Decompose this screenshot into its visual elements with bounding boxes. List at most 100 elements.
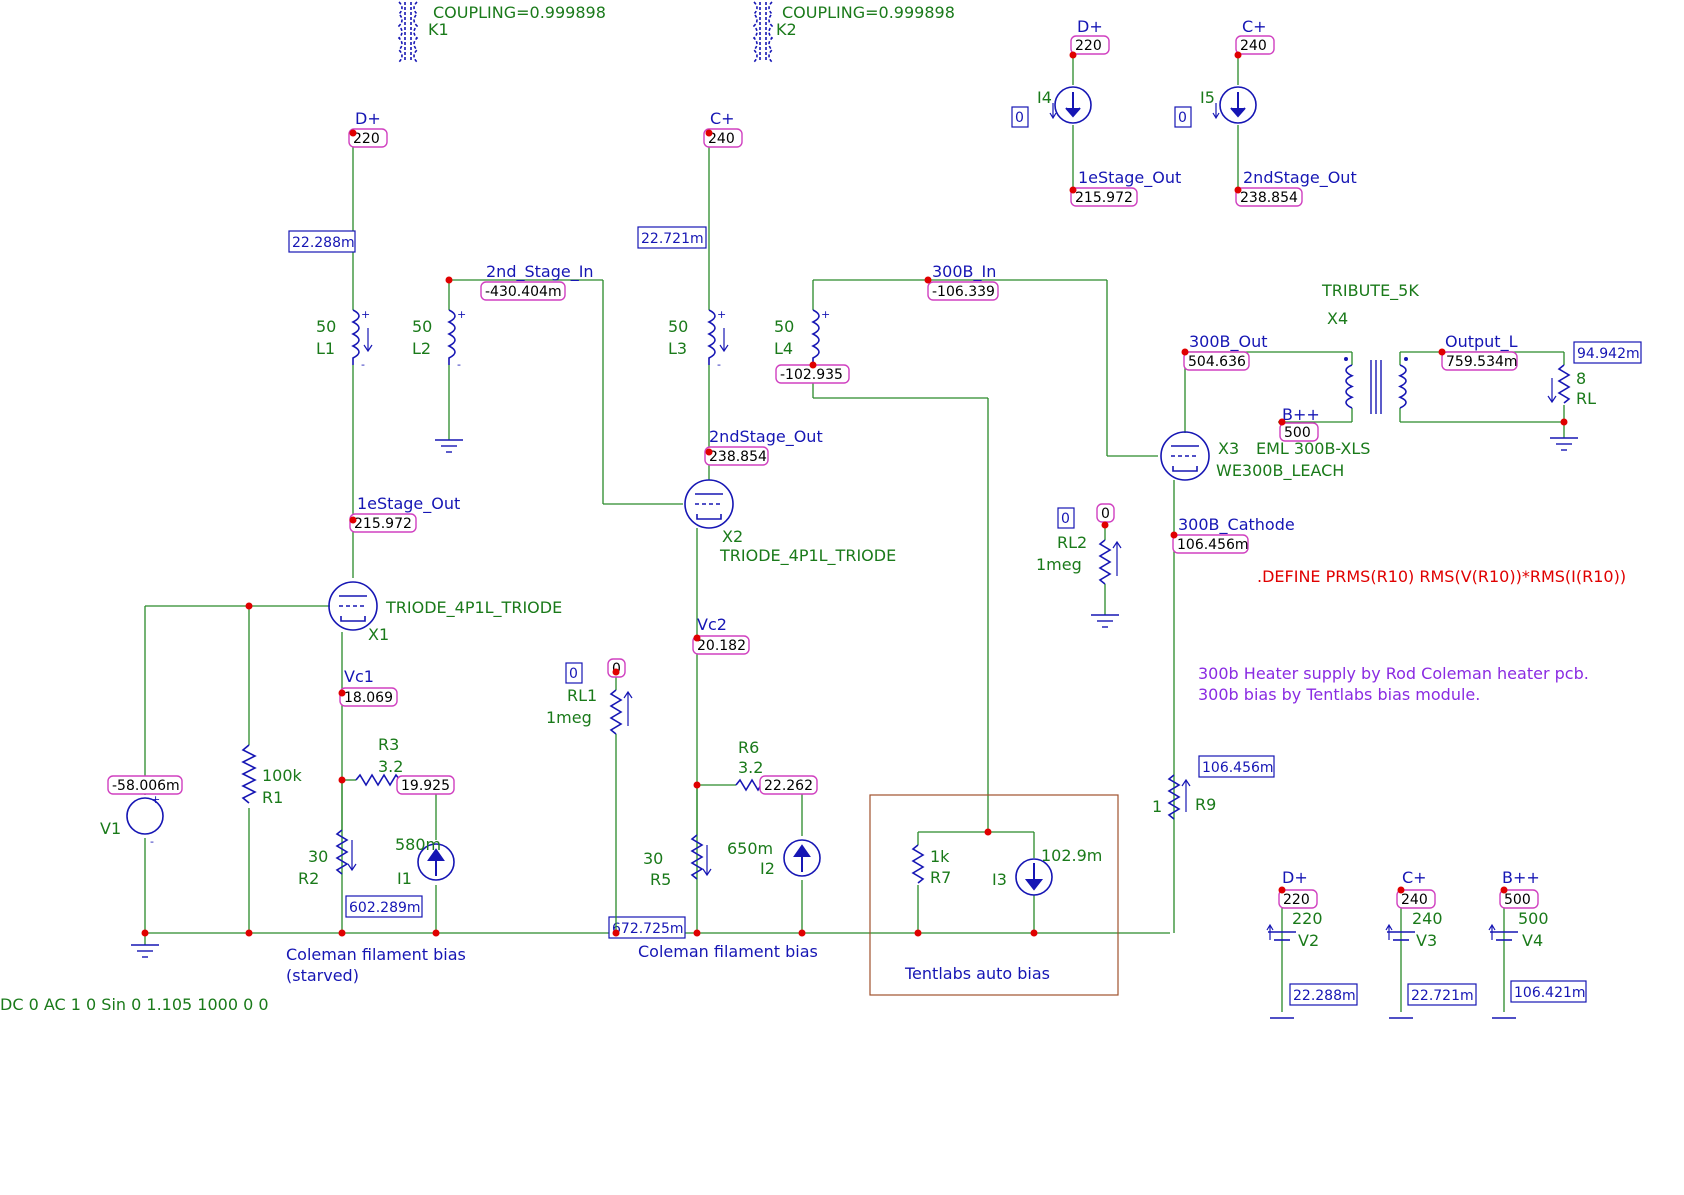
rl2-zero-current: 0 [1061, 511, 1070, 527]
i4-zero: 0 [1015, 110, 1024, 126]
x1-model: TRIODE_4P1L_TRIODE [385, 598, 562, 618]
supply-v4[interactable]: B++ 500 500 V4 106.421m [1488, 868, 1587, 1019]
v4-ref: V4 [1522, 931, 1543, 950]
resistor-rl[interactable]: 8 RL 94.942m [1547, 341, 1642, 451]
v1-spec: DC 0 AC 1 0 Sin 0 1.105 1000 0 0 [0, 995, 269, 1014]
r3-ref: R3 [378, 735, 399, 754]
v4-current: 106.421m [1514, 985, 1586, 1001]
inductor-l3[interactable]: + - 50 L3 [668, 308, 729, 371]
i5-net-label: C+ [1242, 17, 1267, 36]
tentlabs-note: Tentlabs auto bias [904, 964, 1050, 983]
v4-value: 500 [1518, 909, 1549, 928]
v3-value: 240 [1412, 909, 1443, 928]
tube-x3[interactable]: X3 EML 300B-XLS WE300B_LEACH [1160, 431, 1370, 481]
cathode-300b-voltage: 106.456m [1177, 537, 1249, 553]
source-i3[interactable]: I3 102.9m [992, 846, 1102, 896]
v2-current: 22.288m [1293, 988, 1356, 1004]
l3-value: 50 [668, 317, 688, 336]
k2-ref: K2 [776, 20, 797, 39]
svg-text:+: + [717, 308, 726, 321]
stage1-supply-net: D+ [355, 109, 381, 128]
stage2-out-voltage: 238.854 [709, 449, 767, 465]
cathode-300b-net: 300B_Cathode [1178, 515, 1295, 535]
resistor-r7[interactable]: 1k R7 [911, 844, 951, 887]
i5-out-net: 2ndStage_Out [1243, 168, 1357, 188]
coupling-k1[interactable]: COUPLING=0.999898 K1 [397, 1, 606, 63]
l4-ref: L4 [774, 339, 793, 358]
r1-ref: R1 [262, 788, 283, 807]
rl-current: 94.942m [1577, 346, 1640, 362]
rl-value: 8 [1576, 369, 1586, 388]
output-stage: TRIBUTE_5K X4 300B_Out 504.636 B++ 500 O… [1152, 281, 1642, 933]
stage1-out-voltage: 215.972 [354, 516, 412, 532]
resistor-rl1[interactable]: 0 0 RL1 1meg [546, 658, 633, 933]
i3-ref: I3 [992, 870, 1007, 889]
r7-ref: R7 [930, 868, 951, 887]
rl2-ref: RL2 [1057, 533, 1087, 552]
resistor-r9[interactable]: 1 R9 106.456m [1152, 755, 1275, 820]
tube-x1[interactable]: TRIODE_4P1L_TRIODE X1 [328, 581, 562, 644]
tube-x2[interactable]: X2 TRIODE_4P1L_TRIODE [684, 479, 896, 566]
coupling-k2[interactable]: COUPLING=0.999898 K2 [752, 1, 955, 63]
v1-voltage: -58.006m [112, 778, 180, 794]
vc2-voltage: 20.182 [697, 638, 746, 654]
l4-value: 50 [774, 317, 794, 336]
v2-ref: V2 [1298, 931, 1319, 950]
source-i1[interactable]: 580m I1 [395, 835, 455, 888]
source-i4[interactable]: D+ 220 I4 0 1eStage_Out 215.972 [1011, 17, 1181, 207]
resistor-r5[interactable]: 30 R5 [643, 785, 712, 889]
resistor-rl2[interactable]: 0 0 RL2 1meg [1036, 503, 1122, 628]
out-300b-net: 300B_Out [1189, 332, 1268, 352]
heater-note-1: 300b Heater supply by Rod Coleman heater… [1198, 664, 1589, 683]
stage1-out-net: 1eStage_Out [357, 494, 460, 514]
i5-out-voltage: 238.854 [1240, 190, 1298, 206]
v2-value: 220 [1292, 909, 1323, 928]
supply-v2[interactable]: D+ 220 220 V2 22.288m [1266, 868, 1358, 1019]
x2-ref: X2 [722, 527, 743, 546]
vc1-voltage: 18.069 [344, 690, 393, 706]
r9-value: 1 [1152, 797, 1162, 816]
inductor-l1[interactable]: + - 50 L1 [316, 308, 373, 371]
k2-coupling-label: COUPLING=0.999898 [782, 3, 955, 22]
source-i5[interactable]: C+ 240 I5 0 2ndStage_Out 238.854 [1174, 17, 1357, 207]
r2-ref: R2 [298, 869, 319, 888]
tentlabs-block[interactable]: 1k R7 I3 102.9m Tentlabs auto bias [869, 794, 1119, 996]
stage1: D+ 220 22.288m + - 50 L1 1eStage_Out 215… [100, 109, 1170, 985]
source-i2[interactable]: 650m I2 [727, 839, 821, 878]
stage2-out-net: 2ndStage_Out [709, 427, 823, 447]
inductor-l2-branch[interactable]: + - 50 L2 2nd_Stage_In -430.404m [412, 262, 683, 505]
vc2-net: Vc2 [697, 615, 727, 634]
supply-v3[interactable]: C+ 240 240 V3 22.721m [1385, 868, 1477, 1019]
resistor-r3[interactable]: R3 3.2 [355, 735, 403, 787]
stage1-note-line1: Coleman filament bias [286, 945, 466, 964]
out-300b-voltage: 504.636 [1188, 354, 1246, 370]
svg-text:+: + [821, 308, 830, 321]
l1-value: 50 [316, 317, 336, 336]
svg-text:-: - [717, 358, 721, 371]
source-v1[interactable]: + - V1 -58.006m [100, 775, 183, 848]
i4-supply-voltage: 220 [1075, 38, 1102, 54]
x3-model: EML 300B-XLS [1256, 439, 1370, 458]
v2-net: D+ [1282, 868, 1308, 887]
r6-node-voltage: 22.262 [764, 778, 813, 794]
r7-value: 1k [930, 847, 950, 866]
x1-ref: X1 [368, 625, 389, 644]
rl2-value: 1meg [1036, 555, 1082, 574]
l2-ref: L2 [412, 339, 431, 358]
x4-model: TRIBUTE_5K [1321, 281, 1419, 301]
v2-voltage: 220 [1283, 892, 1310, 908]
i4-out-net: 1eStage_Out [1078, 168, 1181, 188]
i2-value: 650m [727, 839, 773, 858]
resistor-r2[interactable]: 30 R2 [298, 829, 357, 888]
outl-net: Output_L [1445, 332, 1518, 352]
svg-text:+: + [457, 308, 466, 321]
rl1-zero-current: 0 [569, 666, 578, 682]
r9-current: 106.456m [1202, 760, 1274, 776]
resistor-r1[interactable]: 100k R1 [241, 744, 303, 807]
svg-text:-: - [457, 358, 461, 371]
i3-value: 102.9m [1041, 846, 1102, 865]
vc1-net: Vc1 [344, 667, 374, 686]
x2-model: TRIODE_4P1L_TRIODE [719, 546, 896, 566]
transformer-x4[interactable]: TRIBUTE_5K X4 [1321, 281, 1419, 414]
